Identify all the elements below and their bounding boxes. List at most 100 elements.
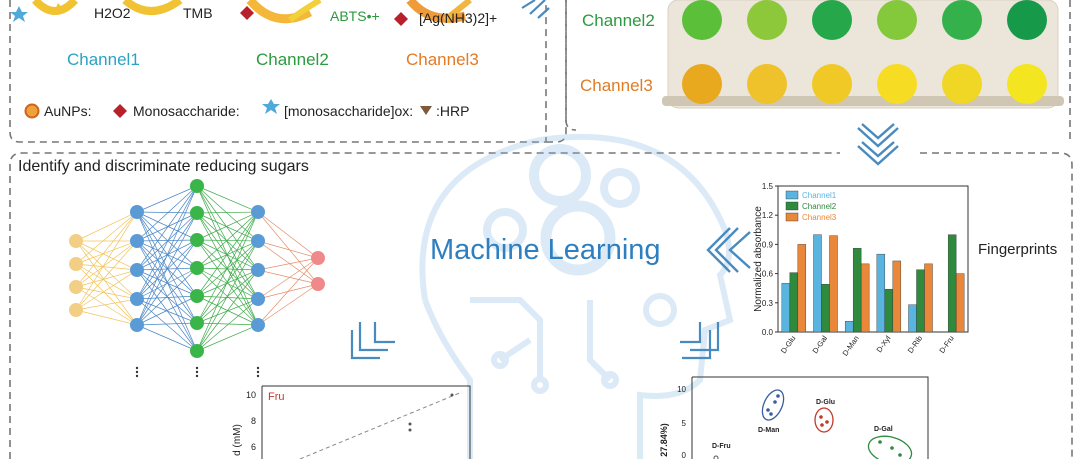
nn-edge — [196, 185, 259, 213]
aunp-icon — [24, 103, 40, 119]
fru-point — [450, 393, 454, 397]
machine-learning-label: Machine Learning — [430, 234, 661, 266]
nn-edge — [196, 211, 259, 352]
bar — [860, 263, 870, 333]
y-tick-label: 0.0 — [762, 328, 774, 337]
cluster-gal — [867, 435, 913, 459]
fru-tick-8: 8 — [251, 416, 256, 426]
fru-tick-10: 10 — [246, 390, 256, 400]
cluster-glu — [814, 407, 834, 433]
pca-plot: 10 5 0 27.84%) D-Man D-Glu D-Gal D-Fru — [659, 376, 929, 459]
bar-chart-ylabel: Normalized absorbance — [753, 206, 764, 312]
nn-edge — [136, 298, 198, 324]
bar — [955, 273, 965, 333]
well-grid — [682, 0, 1047, 104]
channel2-label: Channel2 — [256, 50, 329, 69]
plate-channel3-label: Channel3 — [580, 76, 653, 95]
nn-edge — [75, 263, 138, 300]
pca-tick-5: 5 — [682, 419, 687, 428]
legend-aunps: AuNPs: — [44, 103, 92, 119]
nn-edge — [75, 263, 138, 271]
nn-edge — [136, 240, 198, 269]
bar — [821, 284, 830, 333]
nn-node — [190, 206, 204, 220]
reaction-arc-1 — [32, 0, 78, 15]
bar — [892, 260, 902, 333]
nn-edge — [136, 185, 198, 271]
nn-edge — [75, 240, 138, 288]
nn-edge — [196, 211, 259, 269]
nn-node — [69, 234, 83, 248]
plate-channel2-label: Channel2 — [582, 11, 655, 30]
y-tick-label: 1.5 — [762, 182, 774, 191]
nn-edge — [257, 257, 319, 271]
nn-edge — [196, 212, 259, 271]
cluster-label-glu: D-Glu — [816, 399, 835, 406]
nn-edge — [136, 295, 198, 326]
pca-point — [890, 446, 894, 450]
category-label: D-Glu — [779, 334, 798, 355]
bar — [813, 234, 822, 333]
section-title: Identify and discriminate reducing sugar… — [18, 158, 309, 175]
bar — [916, 269, 925, 333]
nn-edge — [196, 269, 259, 352]
pca-point — [898, 453, 902, 457]
nn-edge — [196, 211, 259, 297]
nn-node — [69, 280, 83, 294]
well — [812, 64, 852, 104]
well — [747, 0, 787, 40]
legend-hrp: :HRP — [436, 103, 470, 119]
reagent-silver-ammonia: [Ag(NH3)2]+ — [419, 10, 498, 26]
fru-calibration-plot: Fru 10 8 6 d (mM) — [232, 385, 471, 459]
nn-edge — [136, 298, 198, 352]
chevron-left-icon — [706, 227, 751, 273]
nn-edge — [136, 185, 198, 213]
nn-node — [190, 316, 204, 330]
reagent-tmb: TMB — [183, 5, 213, 21]
bar — [844, 321, 854, 333]
monosaccharide-icon — [394, 12, 408, 26]
well — [877, 0, 917, 40]
nn-node — [311, 277, 325, 291]
nn-edge — [136, 211, 198, 241]
bar — [781, 283, 791, 333]
nn-edge — [257, 211, 319, 259]
nn-edge — [136, 239, 198, 326]
nn-edge — [136, 324, 198, 352]
nn-edge — [196, 295, 259, 300]
nn-edge — [196, 211, 259, 324]
nn-edge — [75, 309, 138, 326]
well — [1007, 0, 1047, 40]
nn-edge — [75, 269, 138, 288]
well — [682, 0, 722, 40]
pca-point — [819, 415, 823, 419]
fru-plot-title: Fru — [268, 391, 285, 403]
chevron-right-icon — [521, 0, 550, 19]
fru-ylabel: d (mM) — [232, 424, 243, 456]
reaction-arc-4 — [406, 0, 472, 23]
nn-edge — [257, 240, 319, 285]
nn-edge — [196, 211, 259, 214]
nn-edge — [196, 212, 259, 300]
nn-edge — [75, 263, 138, 326]
nn-edge — [196, 239, 259, 271]
nn-edge — [136, 185, 198, 300]
bar — [852, 248, 862, 333]
corner-arrow-icon — [680, 322, 720, 360]
y-tick-label: 0.6 — [762, 270, 774, 279]
monosaccharide-icon — [240, 6, 254, 20]
reaction-arc-2 — [122, 0, 183, 15]
nn-edge — [136, 267, 198, 300]
nn-edge — [257, 211, 319, 285]
pca-point — [769, 412, 773, 416]
hrp-icon — [420, 106, 432, 115]
pca-ylabel: 27.84%) — [659, 423, 669, 457]
bottom-frame-right — [920, 152, 1073, 459]
cluster-label-man: D-Man — [758, 427, 779, 434]
pca-point — [773, 400, 777, 404]
nn-node — [190, 289, 204, 303]
nn-edge — [196, 298, 259, 352]
nn-edge — [75, 286, 138, 300]
nn-node — [251, 292, 265, 306]
neural-network-nodes — [69, 179, 325, 358]
